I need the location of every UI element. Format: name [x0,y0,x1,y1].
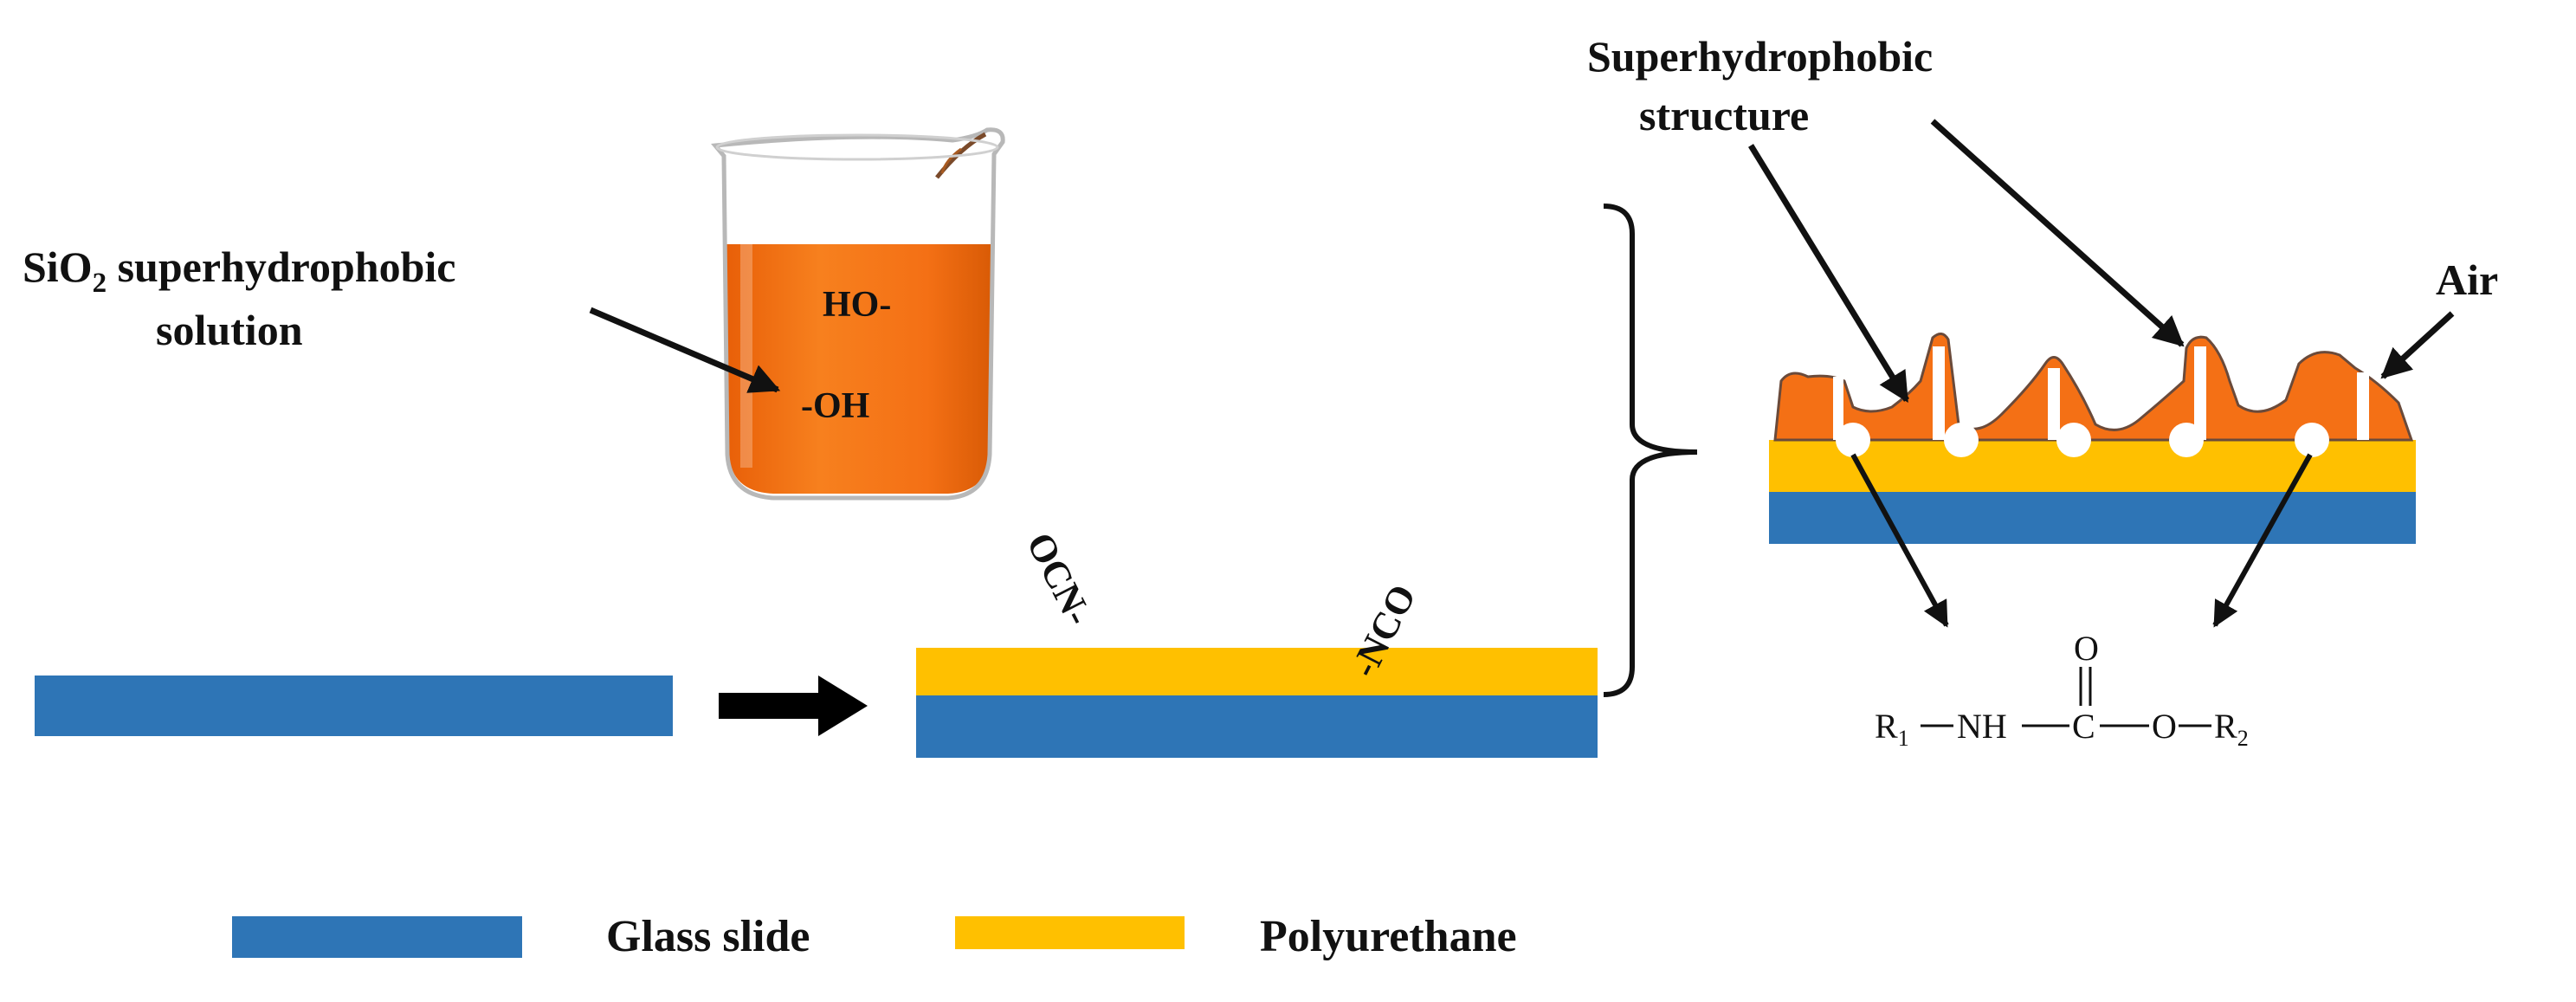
beaker [711,127,1005,501]
legend-pu-swatch [955,916,1185,949]
coated-pu-layer [916,648,1598,695]
superhydrophobic-label: Superhydrophobic [1587,32,1933,81]
air-gap-4 [2194,346,2206,440]
formula-r1: R [1875,707,1898,746]
beaker-rim [715,133,999,161]
air-gap-1 [1833,377,1843,440]
sio2-suffix: superhydrophobic [107,242,455,291]
formula-r1-sub: 1 [1898,726,1909,751]
air-gap-2 [1933,346,1945,440]
oh-group-label: -OH [801,386,869,426]
ho-group-label: HO- [823,285,891,325]
process-arrow [719,676,868,736]
formula-r2-group: R2 [2214,707,2249,751]
sio2-subscript: 2 [93,268,107,299]
formula-arrow-left [1850,453,1949,628]
air-label: Air [2436,255,2498,304]
air-bubble-3 [2056,423,2091,457]
beaker-highlight [740,173,752,468]
superhydrophobic-surface [1769,333,2416,544]
air-bubble-4 [2169,423,2204,457]
legend: Glass slide Polyurethane [232,912,1517,961]
air-gap-3 [2048,368,2060,440]
structure-arrow-left [1748,144,1909,403]
formula-o: O [2152,707,2177,746]
air-gap-5 [2357,372,2369,440]
sio2-solution-label: SiO2 superhydrophobic [23,242,455,299]
sio2-prefix: SiO [23,242,93,291]
formula-r2: R [2214,707,2237,746]
air-bubble-5 [2295,423,2329,457]
formula-arrow-right [2212,453,2313,628]
formula-c: C [2072,707,2095,746]
formula-nh: NH [1957,707,2007,746]
structure-label: structure [1639,91,1809,139]
legend-pu-label: Polyurethane [1260,912,1517,961]
formula-r2-sub: 2 [2237,726,2249,751]
legend-glass-label: Glass slide [606,912,810,961]
grouping-brace [1603,204,1698,697]
air-arrow [2380,311,2455,379]
solution-arrow [589,307,781,393]
solution-label: solution [156,306,303,354]
beaker-glass-outline [711,127,1005,501]
urethane-formula: O R1 NH C O R2 [1875,629,2249,751]
formula-main-chain: R1 [1875,707,1909,751]
surface-glass-layer [1769,492,2416,544]
beaker-spout-drip [940,147,962,174]
ocn-group-label: OCN- [1018,526,1101,631]
legend-glass-swatch [232,916,522,958]
formula-carbonyl-o: O [2074,629,2099,668]
coated-glass-layer [916,695,1598,758]
bare-glass-slide [35,676,673,736]
air-bubble-2 [1944,423,1979,457]
structure-arrow-right [1930,119,2185,347]
beaker-liquid [726,244,994,494]
air-bubble-1 [1836,423,1870,457]
